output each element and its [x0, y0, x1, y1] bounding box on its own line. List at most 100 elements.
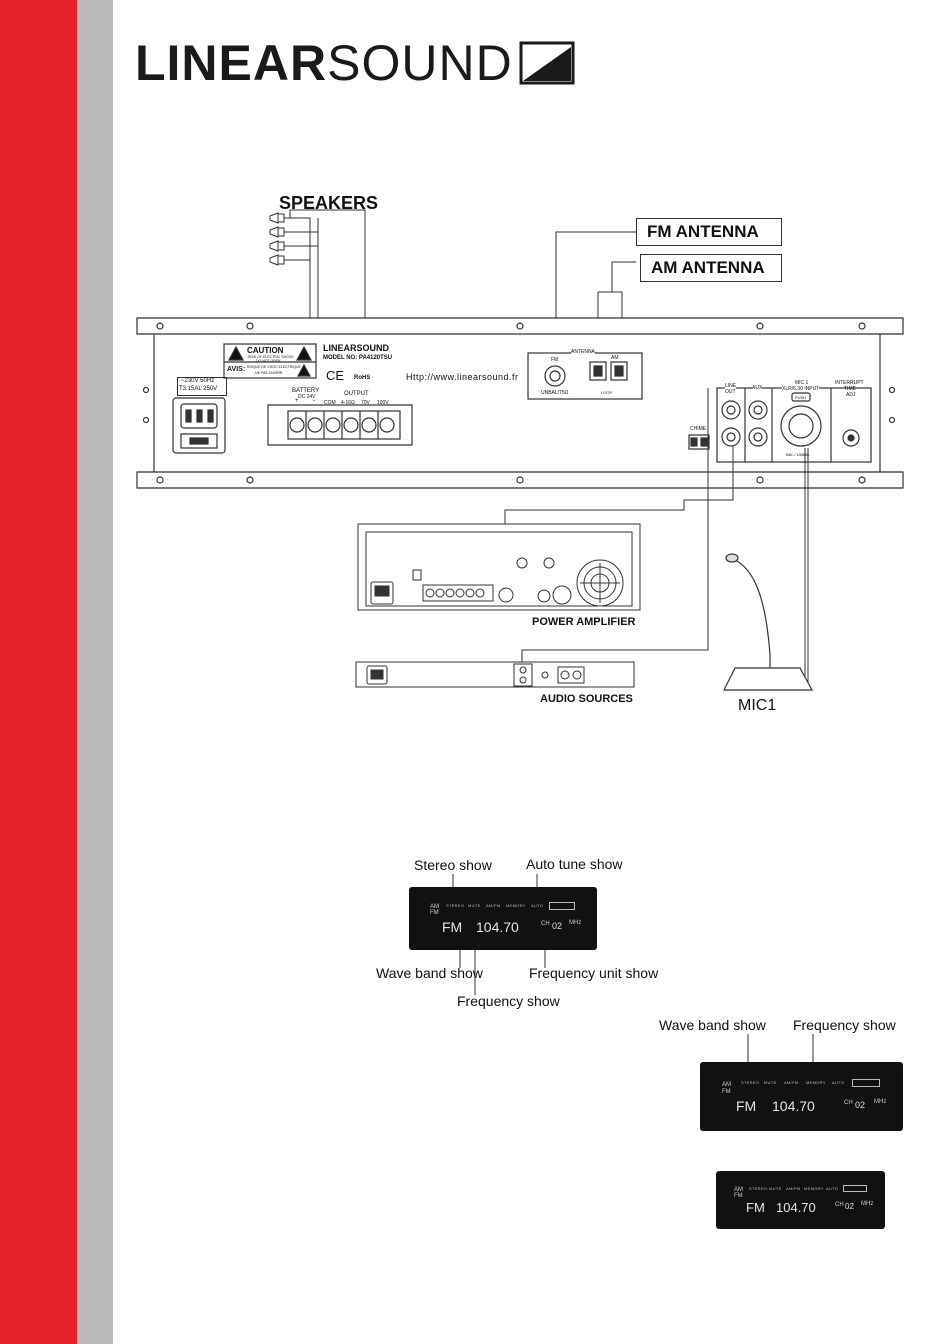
lcd2-ampm: AM/PM: [784, 1080, 799, 1085]
panel-fuse: T3.15AL 250V: [179, 386, 218, 392]
panel-caution-sub1: RISK OF ELECTRIC SHOCK: [248, 355, 294, 359]
panel-model: MODEL NO: PA4120TSU: [323, 355, 393, 361]
lcd1-auto: AUTO: [531, 903, 544, 908]
panel-battery-sub: DC 24V: [298, 394, 316, 400]
panel-loop: LOOP: [601, 390, 613, 395]
panel-bal: BAL / UNBAL: [786, 452, 811, 457]
panel-100v: 100V: [377, 400, 389, 406]
lcd1-stereo: STEREO: [446, 903, 465, 908]
lcd2-mhz: MHz: [874, 1099, 887, 1105]
panel-minus: -: [313, 398, 315, 404]
microphone-icon: [723, 553, 814, 691]
panel-rohs: RoHS: [354, 375, 371, 381]
panel-line-out2: OUT: [725, 389, 736, 395]
panel-chime: CHIME: [690, 426, 707, 432]
lcd-display-3: AM FM STEREO MUTE AM/PM MEMORY AUTO FM 1…: [716, 1171, 885, 1229]
lcd1-fm-small: FM: [430, 910, 439, 916]
panel-aux: AUX: [752, 385, 763, 391]
panel-battery: BATTERY: [292, 388, 320, 394]
panel-avis: AVIS:: [227, 366, 246, 373]
fm-antenna-label: FM ANTENNA: [636, 218, 782, 246]
lcd2-am: AM: [722, 1082, 731, 1088]
lcd3-am: AM: [734, 1187, 743, 1193]
auto-tune-show-label: Auto tune show: [526, 856, 623, 872]
lcd2-frequency: 104.70: [772, 1098, 815, 1114]
speakers-label: SPEAKERS: [279, 193, 379, 213]
panel-caution-sub2: DO NOT OPEN: [256, 359, 281, 363]
brand-logo-part1: LINEAR: [135, 35, 328, 91]
panel-am: AM: [611, 355, 619, 361]
lcd1-mute: MUTE: [468, 903, 481, 908]
audio-sources-label: AUDIO SOURCES: [540, 693, 633, 705]
panel-avis-sub2: -NE PAS OUVRIR: [254, 371, 283, 375]
panel-push: PUSH: [795, 395, 807, 400]
wave-band-show-label-2: Wave band show: [659, 1017, 766, 1033]
lcd3-auto: AUTO: [826, 1186, 839, 1191]
lcd3-band: FM: [746, 1200, 765, 1215]
panel-caution: CAUTION: [247, 346, 284, 355]
panel-ce: CE: [326, 368, 345, 383]
lcd3-fm-small: FM: [734, 1193, 743, 1199]
stereo-show-label: Stereo show: [414, 857, 492, 873]
panel-output: OUTPUT: [344, 391, 369, 397]
lcd2-memory: MEMORY: [806, 1080, 826, 1085]
panel-interrupt: INTERRUPT: [835, 380, 864, 386]
lcd1-mhz: MHz: [569, 920, 582, 926]
lcd2-stereo: STEREO: [741, 1080, 760, 1085]
lcd-display-2: AM FM STEREO MUTE AM/PM MEMORY AUTO FM 1…: [700, 1062, 903, 1131]
lcd1-band: FM: [442, 919, 463, 935]
lcd1-battery-icon: [549, 902, 575, 910]
grey-side-stripe: [77, 0, 113, 1344]
lcd2-mute: MUTE: [764, 1080, 777, 1085]
panel-mains: ~230V 50Hz: [181, 378, 215, 384]
lcd3-ch: CH: [835, 1202, 844, 1208]
lcd3-memory: MEMORY: [804, 1186, 824, 1191]
panel-unbal: UNBAL/75Ω: [541, 390, 569, 396]
brand-slash-icon: [519, 41, 575, 85]
lcd3-mhz: MHz: [861, 1201, 874, 1207]
lcd3-preset: 02: [845, 1202, 854, 1211]
lcd3-ampm: AM/PM: [786, 1186, 801, 1191]
panel-mains-box: [177, 377, 227, 396]
wave-band-show-label: Wave band show: [376, 965, 483, 981]
audio-source-icon: [355, 661, 635, 688]
lcd1-am: AM: [430, 904, 439, 910]
amplifier-rear-panel: [136, 317, 904, 489]
lcd-display-1: AM FM STEREO MUTE AM/PM MEMORY AUTO FM 1…: [409, 887, 597, 950]
lcd3-battery-icon: [843, 1185, 867, 1192]
power-amplifier-label: POWER AMPLIFIER: [532, 616, 636, 628]
lcd3-mute: MUTE: [769, 1186, 782, 1191]
am-antenna-label: AM ANTENNA: [640, 254, 782, 282]
panel-time: TIME: [844, 386, 856, 392]
lcd1-preset: 02: [552, 921, 563, 931]
lcd2-auto: AUTO: [832, 1080, 845, 1085]
lcd2-ch: CH: [844, 1100, 853, 1106]
lcd1-ch: CH: [541, 921, 550, 927]
lcd3-frequency: 104.70: [776, 1200, 816, 1215]
frequency-show-label-2: Frequency show: [793, 1017, 896, 1033]
panel-avis-sub1: RISQUE DE CHOC ELECTRIQUE: [247, 365, 301, 369]
lcd1-memory: MEMORY: [506, 903, 526, 908]
frequency-unit-show-label: Frequency unit show: [529, 965, 659, 981]
panel-70v: 70V: [361, 400, 370, 406]
speakers-icon: [269, 212, 285, 266]
panel-brand: LINEARSOUND: [323, 343, 390, 353]
panel-url: Http://www.linearsound.fr: [406, 372, 519, 382]
panel-mic1-sub: XLR/6.30 INPUT: [782, 386, 820, 392]
panel-fm: FM: [551, 357, 559, 363]
frequency-show-label: Frequency show: [457, 993, 560, 1009]
lcd2-band: FM: [736, 1098, 757, 1114]
mic1-label: MIC1: [738, 697, 777, 714]
power-amplifier-icon: [357, 523, 641, 611]
panel-com: COM: [324, 400, 336, 406]
lcd2-preset: 02: [855, 1100, 866, 1110]
lcd3-stereo: STEREO: [749, 1186, 768, 1191]
panel-line-out: LINE: [725, 383, 737, 389]
lcd1-frequency: 104.70: [476, 919, 519, 935]
panel-ohm: 4-16Ω: [341, 400, 355, 406]
lcd2-fm-small: FM: [722, 1089, 731, 1095]
red-side-stripe: [0, 0, 77, 1344]
brand-logo-part2: SOUND: [327, 35, 513, 91]
panel-plus: +: [295, 398, 299, 404]
